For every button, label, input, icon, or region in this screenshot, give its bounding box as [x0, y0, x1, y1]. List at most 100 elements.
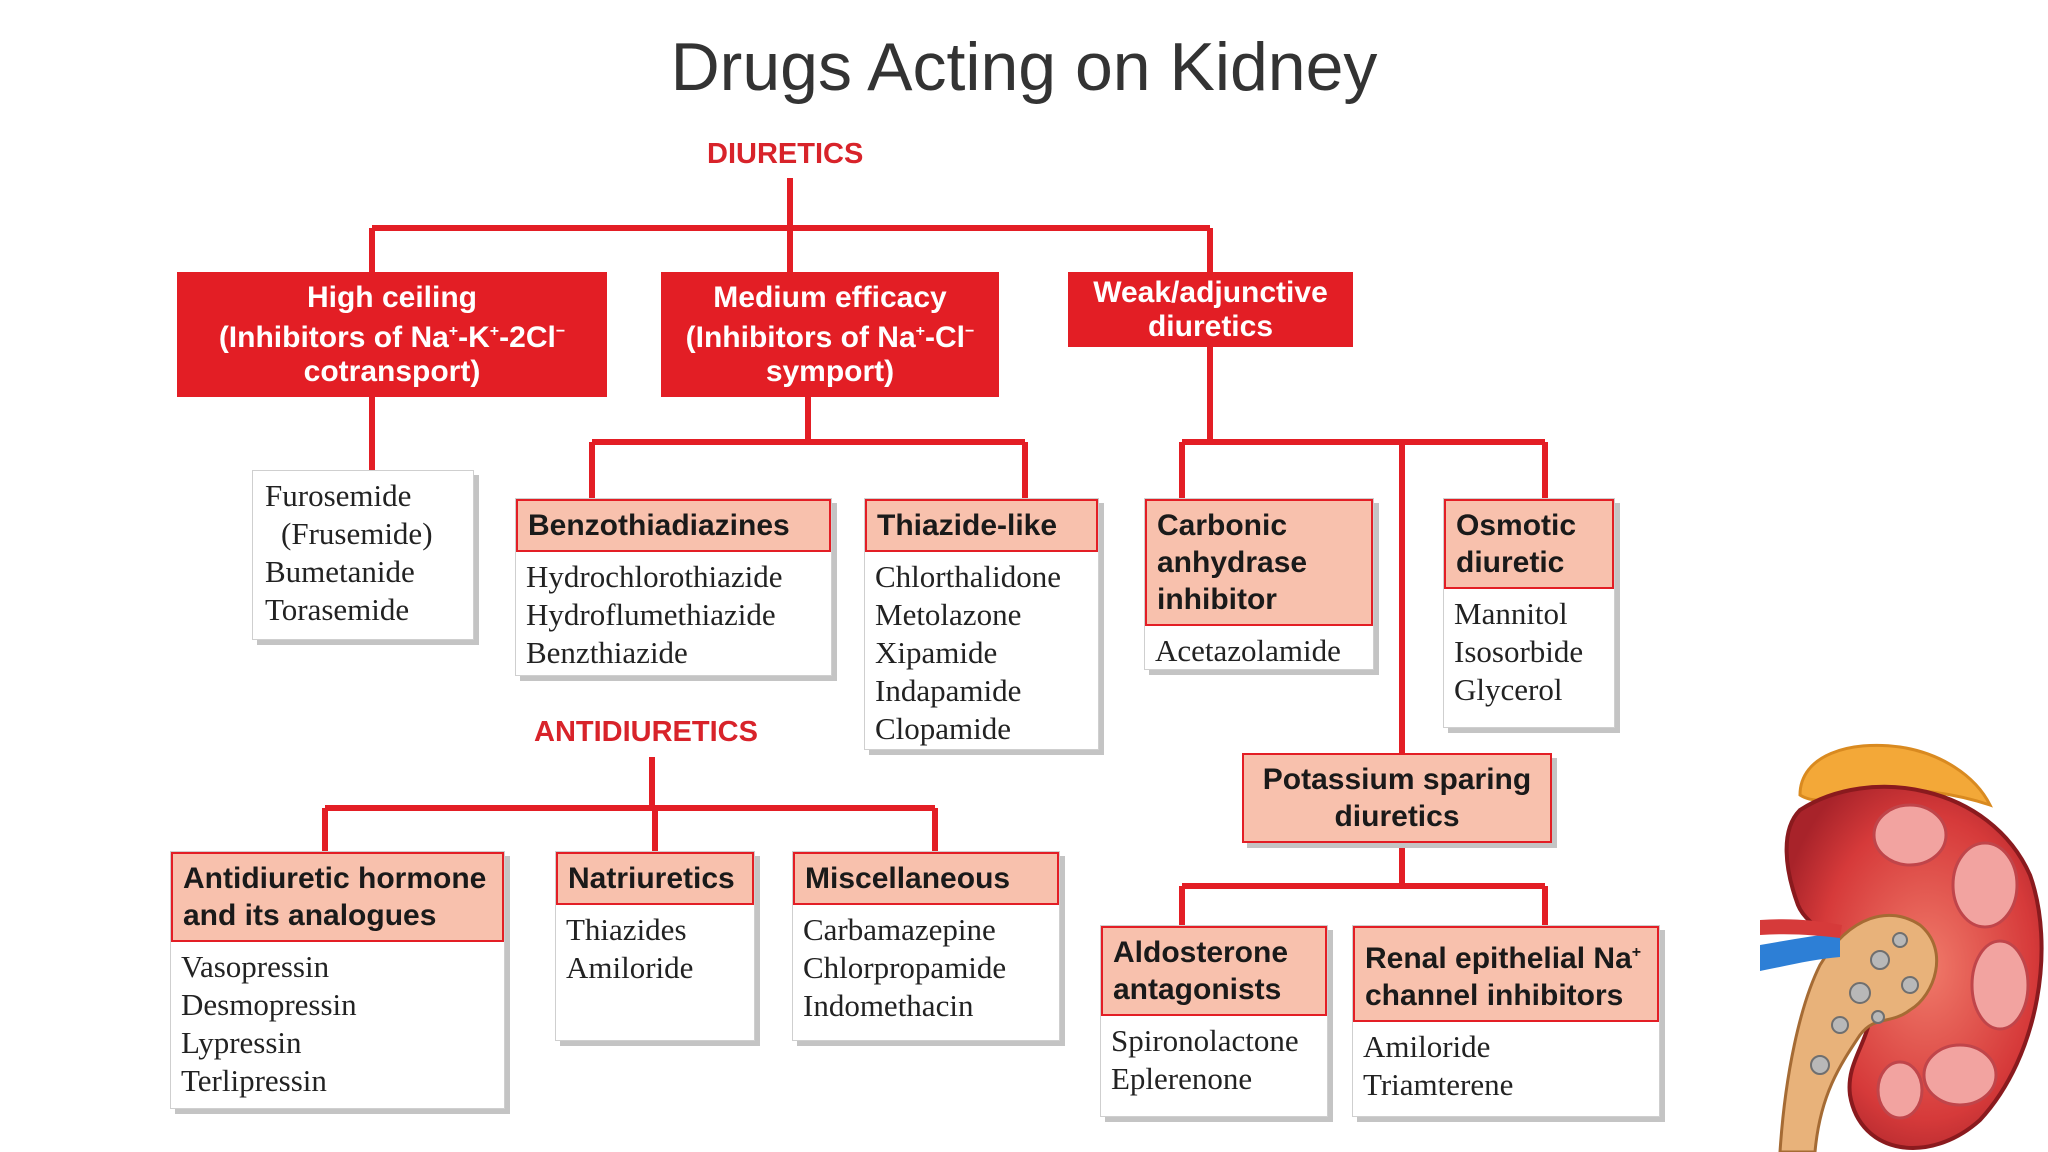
- kidney-lobe: [1922, 1043, 1998, 1107]
- kidney-lobes: [1872, 803, 2030, 1120]
- drug-item: Hydrochlorothiazide: [526, 559, 783, 594]
- drug-item: Furosemide: [265, 478, 412, 513]
- drug-item: Clopamide: [875, 711, 1012, 746]
- stone: [1810, 1055, 1830, 1075]
- drug-item: Eplerenone: [1111, 1061, 1253, 1096]
- high-ceiling-mechanism: (Inhibitors of Na+-K+-2Cl−: [218, 320, 566, 354]
- drug-item: Mannitol: [1454, 596, 1568, 631]
- stone: [1892, 932, 1908, 948]
- drug-item: Chlorpropamide: [803, 950, 1007, 985]
- thiazide-like-card: Thiazide-like Chlorthalidone Metolazone …: [864, 498, 1099, 750]
- high-ceiling-box: High ceiling (Inhibitors of Na+-K+-2Cl− …: [177, 272, 607, 397]
- kidney-lobe: [1872, 803, 1948, 867]
- high-ceiling-drug-list: Furosemide (Frusemide) Bumetanide Torase…: [252, 470, 474, 640]
- page-title: Drugs Acting on Kidney: [670, 29, 1378, 105]
- drug-item: Indapamide: [875, 673, 1022, 708]
- miscellaneous-drug-list: Carbamazepine Chlorpropamide Indomethaci…: [793, 905, 1059, 1033]
- drug-item: Xipamide: [875, 635, 998, 670]
- carbonic-anhydrase-card: Carbonic anhydrase inhibitor Acetazolami…: [1144, 498, 1374, 670]
- label-line: Renal epithelial Na+: [1365, 942, 1642, 975]
- drug-item: Benzthiazide: [526, 635, 688, 670]
- label-line: Potassium sparing: [1262, 763, 1532, 796]
- drug-item: Desmopressin: [181, 987, 357, 1022]
- osmotic-diuretic-drug-list: Mannitol Isosorbide Glycerol: [1444, 589, 1614, 717]
- label-line: diuretic: [1456, 546, 1565, 579]
- osmotic-diuretic-label: Osmotic diuretic: [1444, 499, 1614, 589]
- medium-efficacy-title: Medium efficacy: [713, 280, 947, 314]
- renal-epithelial-drug-list: Amiloride Triamterene: [1353, 1022, 1659, 1112]
- label-line: Aldosterone: [1113, 936, 1289, 969]
- stone: [1870, 950, 1890, 970]
- drug-item: Vasopressin: [181, 949, 330, 984]
- medium-efficacy-mechanism: (Inhibitors of Na+-Cl−: [685, 320, 975, 354]
- antidiuretics-heading: ANTIDIURETICS: [534, 716, 758, 748]
- label-line: and its analogues: [183, 899, 437, 932]
- high-ceiling-title: High ceiling: [306, 280, 477, 314]
- benzothiadiazines-label: Benzothiadiazines: [516, 499, 831, 552]
- adh-card: Antidiuretic hormone and its analogues V…: [170, 851, 505, 1109]
- natriuretics-card: Natriuretics Thiazides Amiloride: [555, 851, 755, 1041]
- aldosterone-antagonists-drug-list: Spironolactone Eplerenone: [1101, 1016, 1327, 1106]
- drug-item: Acetazolamide: [1155, 633, 1341, 668]
- label-line: channel inhibitors: [1365, 979, 1624, 1012]
- renal-vein: [1760, 933, 1840, 971]
- kidney-lobe: [1970, 939, 2030, 1031]
- benzothiadiazines-card: Benzothiadiazines Hydrochlorothiazide Hy…: [515, 498, 832, 676]
- potassium-sparing-box: Potassium sparing diuretics: [1242, 753, 1552, 843]
- drug-item: Amiloride: [566, 950, 694, 985]
- carbonic-anhydrase-drug-list: Acetazolamide: [1145, 626, 1373, 678]
- aldosterone-antagonists-card: Aldosterone antagonists Spironolactone E…: [1100, 925, 1328, 1117]
- drug-item: Carbamazepine: [803, 912, 996, 947]
- drug-item: (Frusemide): [281, 516, 433, 551]
- weak-title: Weak/adjunctive: [1093, 275, 1328, 309]
- drug-item: Lypressin: [181, 1025, 302, 1060]
- thiazide-like-drug-list: Chlorthalidone Metolazone Xipamide Indap…: [865, 552, 1098, 756]
- miscellaneous-card: Miscellaneous Carbamazepine Chlorpropami…: [792, 851, 1060, 1041]
- high-ceiling-mechanism-end: cotransport): [303, 354, 481, 388]
- renal-epithelial-label: Renal epithelial Na+ channel inhibitors: [1353, 926, 1659, 1022]
- drug-item: Terlipressin: [181, 1063, 327, 1098]
- label-line: antagonists: [1113, 973, 1282, 1006]
- medium-efficacy-mechanism-end: symport): [765, 354, 895, 388]
- drug-item: Isosorbide: [1454, 634, 1584, 669]
- adh-drug-list: Vasopressin Desmopressin Lypressin Terli…: [171, 942, 504, 1108]
- stone: [1849, 982, 1871, 1004]
- weak-adjunctive-box: Weak/adjunctive diuretics: [1068, 272, 1353, 347]
- drug-item: Spironolactone: [1111, 1023, 1299, 1058]
- drug-item: Bumetanide: [265, 554, 415, 589]
- label-line: Antidiuretic hormone: [183, 862, 487, 895]
- thiazide-like-label: Thiazide-like: [865, 499, 1098, 552]
- stone: [1871, 1010, 1885, 1024]
- benzothiadiazines-drug-list: Hydrochlorothiazide Hydroflumethiazide B…: [516, 552, 831, 680]
- miscellaneous-label: Miscellaneous: [793, 852, 1059, 905]
- aldosterone-antagonists-label: Aldosterone antagonists: [1101, 926, 1327, 1016]
- stone: [1901, 976, 1919, 994]
- drug-item: Triamterene: [1363, 1067, 1514, 1102]
- drug-item: Thiazides: [566, 912, 687, 947]
- carbonic-anhydrase-label: Carbonic anhydrase inhibitor: [1145, 499, 1373, 626]
- natriuretics-label: Natriuretics: [556, 852, 754, 905]
- stone: [1831, 1016, 1849, 1034]
- kidney-lobe: [1951, 841, 2019, 929]
- osmotic-diuretic-card: Osmotic diuretic Mannitol Isosorbide Gly…: [1443, 498, 1615, 728]
- renal-artery: [1760, 919, 1842, 938]
- adh-label: Antidiuretic hormone and its analogues: [171, 852, 504, 942]
- label-line: Osmotic: [1456, 509, 1577, 542]
- label-line: diuretics: [1334, 800, 1460, 833]
- drug-item: Metolazone: [875, 597, 1022, 632]
- label-line: inhibitor: [1157, 583, 1277, 616]
- drug-item: Chlorthalidone: [875, 559, 1061, 594]
- kidney-stones: [1810, 932, 1919, 1075]
- drug-item: Indomethacin: [803, 988, 974, 1023]
- label-line: anhydrase: [1157, 546, 1308, 579]
- natriuretics-drug-list: Thiazides Amiloride: [556, 905, 754, 995]
- drug-item: Torasemide: [265, 592, 410, 627]
- weak-title-line2: diuretics: [1147, 309, 1274, 343]
- kidney-illustration: [1760, 743, 2044, 1152]
- drug-item: Hydroflumethiazide: [526, 597, 776, 632]
- kidney-lobe: [1876, 1060, 1924, 1120]
- drug-item: Amiloride: [1363, 1029, 1491, 1064]
- medium-efficacy-box: Medium efficacy (Inhibitors of Na+-Cl− s…: [661, 272, 999, 397]
